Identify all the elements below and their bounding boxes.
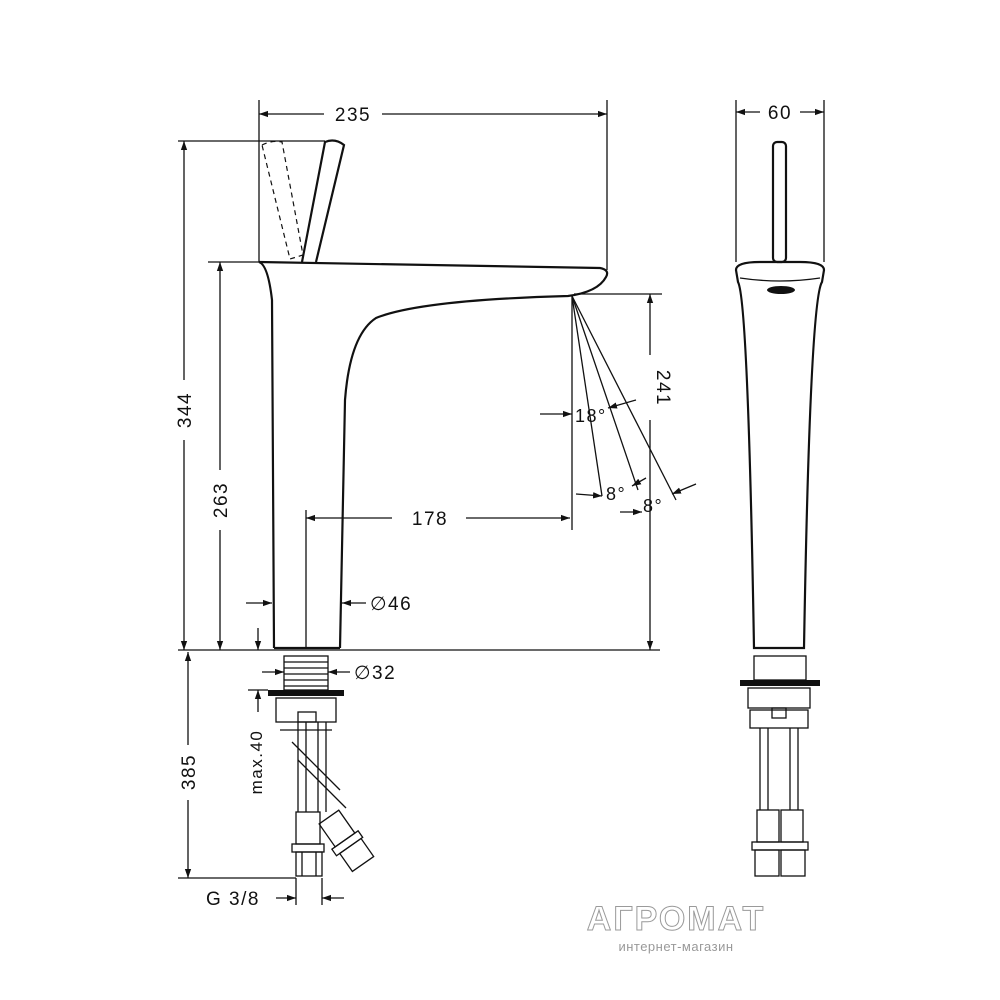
dimension-lines — [178, 100, 825, 905]
watermark-brand: АГРОМАТ — [587, 900, 765, 938]
watermark-subtitle: интернет-магазин — [618, 939, 733, 954]
watermark-logo: АГРОМАТ интернет-магазин — [586, 900, 765, 955]
label-385: 385 — [179, 754, 200, 790]
label-angle-8a: 8° — [606, 484, 626, 504]
label-diameter-46: ∅46 — [370, 594, 412, 615]
label-angle-18: 18° — [575, 406, 607, 426]
label-344: 344 — [175, 392, 196, 428]
label-178: 178 — [412, 509, 448, 530]
label-diameter-32: ∅32 — [354, 663, 396, 684]
front-view-faucet — [734, 140, 826, 877]
side-view-faucet-body — [258, 139, 609, 650]
label-241: 241 — [652, 370, 673, 406]
label-60: 60 — [768, 103, 792, 124]
label-max-40: max.40 — [247, 730, 266, 795]
label-235: 235 — [335, 105, 371, 126]
label-263: 263 — [211, 482, 232, 518]
side-view-connectors — [268, 655, 375, 877]
label-thread: G 3/8 — [206, 889, 260, 910]
label-angle-8b: 8° — [643, 496, 663, 516]
